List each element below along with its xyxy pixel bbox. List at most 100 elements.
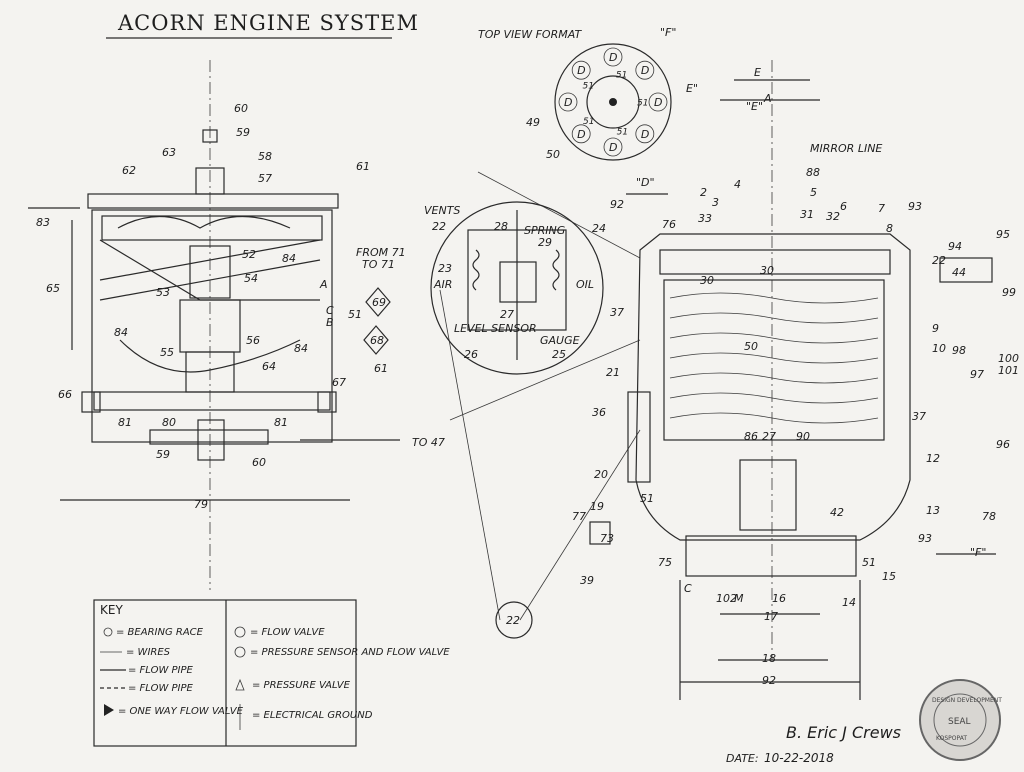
to71-label: TO 71 bbox=[362, 258, 395, 271]
right-callout: 76 bbox=[662, 218, 676, 231]
right-callout: 51 bbox=[640, 492, 654, 505]
key-heading: KEY bbox=[100, 603, 123, 617]
key-legend: KEY = BEARING RACE = WIRES = FLOW PIPE =… bbox=[93, 599, 450, 747]
seal-inner bbox=[933, 693, 987, 747]
left-crosshatch bbox=[627, 391, 651, 483]
right-callout: 14 bbox=[842, 596, 856, 609]
oil-label: OIL bbox=[576, 278, 594, 291]
right-callout: C bbox=[684, 582, 692, 595]
right-callout: 96 bbox=[996, 438, 1010, 451]
callout-26: 26 bbox=[464, 348, 478, 361]
top-view-inner-label: 51 bbox=[583, 117, 594, 127]
top-view-port bbox=[648, 92, 668, 112]
right-callout: 78 bbox=[982, 510, 996, 523]
coil-band bbox=[669, 412, 879, 424]
right-callout: A bbox=[763, 92, 772, 105]
callout-65: 65 bbox=[46, 282, 60, 295]
vents-label: VENTS bbox=[424, 204, 460, 217]
right-callout: 13 bbox=[926, 504, 940, 517]
callout-29: 29 bbox=[538, 236, 552, 249]
right-callout: 32 bbox=[826, 210, 840, 223]
signature: B. Eric J Crews bbox=[786, 723, 901, 742]
top-view-port bbox=[635, 60, 655, 80]
right-callout: 39 bbox=[580, 574, 594, 587]
callout-49: 49 bbox=[526, 116, 540, 129]
callout-84-b: 84 bbox=[114, 326, 128, 339]
callout-84-a: 84 bbox=[282, 252, 296, 265]
date-value: 10-22-2018 bbox=[764, 751, 834, 765]
right-callout: 101 bbox=[998, 364, 1019, 377]
lower-housing bbox=[93, 391, 331, 411]
detail-ref-circle bbox=[495, 601, 533, 639]
callout-83: 83 bbox=[36, 216, 50, 229]
top-plate bbox=[87, 193, 339, 209]
callout-81-left: 81 bbox=[118, 416, 132, 429]
top-view-port bbox=[635, 124, 655, 144]
key-item-pressure-sensor: = PRESSURE SENSOR AND FLOW VALVE bbox=[250, 647, 450, 658]
right-callout: 37 bbox=[912, 410, 926, 423]
right-callout: 6 bbox=[840, 200, 847, 213]
top-view-inner-label: 51 bbox=[637, 99, 648, 109]
bearing-race-icon bbox=[103, 627, 113, 637]
right-foot bbox=[317, 391, 337, 413]
detail-ref-label: 22 bbox=[506, 614, 520, 627]
right-callout: 94 bbox=[948, 240, 962, 253]
callout-64: 64 bbox=[262, 360, 276, 373]
right-callout: 86 bbox=[744, 430, 758, 443]
callout-55: 55 bbox=[160, 346, 174, 359]
top-view-port-label: D bbox=[609, 51, 617, 64]
callout-24: 24 bbox=[592, 222, 606, 235]
top-view-port-label: D bbox=[641, 128, 649, 141]
key-item-ground: = ELECTRICAL GROUND bbox=[252, 710, 373, 721]
one-way-valve-icon bbox=[104, 704, 114, 716]
callout-59-top: 59 bbox=[236, 126, 250, 139]
seal-sub-text: KOSPOPAT bbox=[936, 735, 967, 742]
right-callout: 18 bbox=[762, 652, 776, 665]
callout-52: 52 bbox=[242, 248, 256, 261]
flow-pipe-1 bbox=[99, 239, 321, 281]
diagram-title: ACORN ENGINE SYSTEM bbox=[117, 11, 419, 35]
gauge-label: GAUGE bbox=[540, 334, 580, 347]
callout-60-bottom: 60 bbox=[252, 456, 266, 469]
key-item-flow-pipe-2: = FLOW PIPE bbox=[128, 683, 194, 694]
magnify-line-mid bbox=[449, 339, 641, 421]
flow-pipe-3 bbox=[99, 239, 320, 301]
callout-51-left: 51 bbox=[348, 308, 362, 321]
top-view-port bbox=[603, 47, 623, 67]
flow-valve-icon bbox=[234, 626, 246, 638]
right-callout: 30 bbox=[760, 264, 774, 277]
right-callout: 73 bbox=[600, 532, 614, 545]
right-callout: 4 bbox=[734, 178, 741, 191]
top-view-inner-ring bbox=[586, 75, 640, 129]
coil-band bbox=[669, 392, 879, 404]
top-view-label: TOP VIEW FORMAT bbox=[478, 28, 582, 41]
callout-54: 54 bbox=[244, 272, 258, 285]
callout-81-right: 81 bbox=[274, 416, 288, 429]
right-callout: 42 bbox=[830, 506, 844, 519]
engine-casing bbox=[635, 233, 911, 541]
right-callout: 37 bbox=[610, 306, 624, 319]
diamond-68-label: 68 bbox=[370, 334, 384, 347]
callout-56: 56 bbox=[246, 334, 260, 347]
callout-63: 63 bbox=[162, 146, 176, 159]
top-view-inner-label: 51 bbox=[582, 82, 593, 92]
right-spring bbox=[552, 249, 560, 291]
key-item-flow-pipe: = FLOW PIPE bbox=[128, 665, 194, 676]
right-callout: 98 bbox=[952, 344, 966, 357]
diamond-68 bbox=[363, 325, 389, 355]
spring-label: SPRING bbox=[524, 224, 565, 237]
callout-28: 28 bbox=[494, 220, 508, 233]
right-callout: 33 bbox=[698, 212, 712, 225]
top-view-port-label: D bbox=[564, 96, 572, 109]
top-view-port bbox=[558, 92, 578, 112]
right-callout: 2 bbox=[700, 186, 707, 199]
right-callout: 5 bbox=[810, 186, 817, 199]
right-callout: 31 bbox=[800, 208, 814, 221]
callout-61-top: 61 bbox=[356, 160, 370, 173]
left-foot bbox=[81, 391, 101, 413]
diamond-69 bbox=[365, 287, 391, 317]
